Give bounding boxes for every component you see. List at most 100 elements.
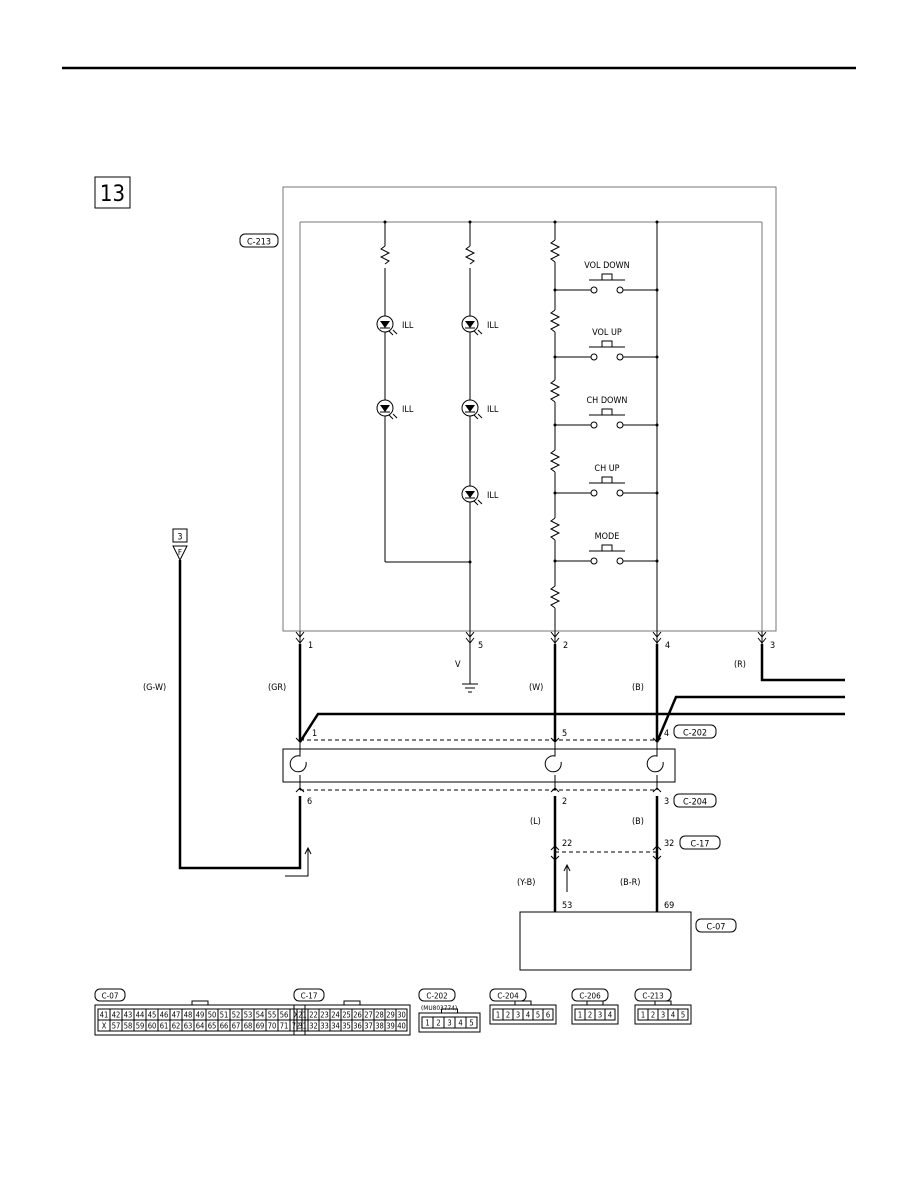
svg-text:C-204: C-204 [497, 992, 519, 1001]
svg-text:C-07: C-07 [102, 992, 119, 1001]
svg-text:3: 3 [177, 533, 182, 543]
connector-pin: 72 [292, 1022, 301, 1031]
svg-text:2: 2 [563, 641, 568, 651]
connector-pin: 39 [386, 1022, 395, 1031]
connector-pin: 25 [342, 1011, 351, 1020]
wire-color-b: (B) [632, 683, 644, 693]
connector-pin: 21 [298, 1011, 307, 1020]
connector-pin: 57 [112, 1022, 121, 1031]
svg-text:C-213: C-213 [642, 992, 663, 1001]
connector-pin: 1 [425, 1019, 429, 1028]
connector-pin: 46 [160, 1011, 169, 1020]
joint-connector-box [282, 748, 676, 783]
pin-c213-4: 4 [652, 631, 670, 651]
connector-pin: 69 [256, 1022, 265, 1031]
connector-pin: 53 [244, 1011, 253, 1020]
switch-label: VOL UP [592, 328, 622, 338]
connector-pin: 49 [196, 1011, 205, 1020]
connector-pin: 22 [309, 1011, 318, 1020]
pin-c202-1: 1 [312, 729, 317, 739]
connector-pin: 50 [208, 1011, 217, 1020]
connector-label-c07: C-07 [695, 918, 737, 933]
connector-pin: 60 [148, 1022, 157, 1031]
connector-pin: 47 [172, 1011, 181, 1020]
wire-color-br: (B-R) [620, 878, 640, 888]
page-number: 13 [100, 182, 125, 207]
connector-pin: 44 [136, 1011, 145, 1020]
pin-c17-32: 32 [664, 839, 674, 849]
wire-color-w: (W) [529, 683, 543, 693]
connector-pin: 71 [280, 1022, 289, 1031]
svg-text:F: F [178, 548, 182, 557]
connector-pin: 58 [124, 1022, 133, 1031]
wire-color-gw: (G-W) [143, 683, 166, 693]
svg-text:(MU803774): (MU803774) [421, 1004, 457, 1012]
led-label: ILL [402, 405, 414, 415]
connector-pin: 4 [671, 1011, 675, 1020]
resistor-ladder [549, 222, 561, 631]
pin-c07-53: 53 [562, 901, 572, 911]
page-number-box [94, 176, 131, 209]
connector-pin: 4 [458, 1019, 462, 1028]
connector-pin: 26 [353, 1011, 362, 1020]
svg-text:C-204: C-204 [683, 798, 707, 808]
svg-text:3: 3 [770, 641, 775, 651]
connector-pin: 48 [184, 1011, 193, 1020]
ill-column-1 [379, 222, 470, 563]
connector-pin: 45 [148, 1011, 157, 1020]
connector-label-c202: C-202 [673, 724, 717, 739]
connector-pin: 29 [386, 1011, 395, 1020]
switch-1: VOL DOWN [553, 261, 659, 294]
connector-pin: 6 [546, 1011, 550, 1020]
wire-color-yb: (Y-B) [517, 878, 535, 888]
connector-pin: 2 [651, 1011, 655, 1020]
switch-label: CH DOWN [587, 396, 628, 406]
connector-pin: 51 [220, 1011, 229, 1020]
connector-pin: 24 [331, 1011, 340, 1020]
connector-pin: 30 [397, 1011, 406, 1020]
connector-pin: 38 [375, 1022, 384, 1031]
pin-c213-2: 2 [550, 631, 568, 651]
switch-5: MODE [553, 532, 659, 565]
connector-pin: 70 [268, 1022, 277, 1031]
connector-pin: X [102, 1022, 107, 1031]
svg-text:4: 4 [665, 641, 670, 651]
connector-pin: 2 [506, 1011, 510, 1020]
led-5: ILL [461, 485, 499, 506]
switch-4: CH UP [553, 464, 659, 497]
led-4: ILL [461, 399, 499, 420]
svg-text:C-202: C-202 [683, 729, 707, 739]
switch-label: CH UP [594, 464, 619, 474]
pin-c204-2: 2 [562, 797, 567, 807]
pin-c17-22: 22 [562, 839, 572, 849]
connector-pin: 1 [496, 1011, 500, 1020]
connector-pin: 63 [184, 1022, 193, 1031]
connector-pin: 67 [232, 1022, 241, 1031]
connector-pin: 37 [364, 1022, 373, 1031]
connector-pin: 23 [320, 1011, 329, 1020]
connector-pin: 65 [208, 1022, 217, 1031]
ground-symbol [462, 644, 478, 693]
led-3: ILL [461, 315, 499, 336]
connector-pin: 32 [309, 1022, 318, 1031]
connector-pin: 31 [298, 1022, 307, 1031]
connector-pin: 1 [641, 1011, 645, 1020]
led-label: ILL [487, 405, 499, 415]
pin-c213-3: 3 [757, 631, 775, 651]
svg-text:C-206: C-206 [579, 992, 601, 1001]
svg-text:C-17: C-17 [301, 992, 318, 1001]
connector-pin: 40 [397, 1022, 406, 1031]
connector-pin: 61 [160, 1022, 169, 1031]
led-2: ILL [376, 399, 414, 420]
led-label: ILL [487, 491, 499, 501]
connector-pin: 62 [172, 1022, 181, 1031]
connector-pin: 1 [578, 1011, 582, 1020]
pin-c202-5: 5 [562, 729, 567, 739]
ill-column-2 [464, 222, 476, 631]
